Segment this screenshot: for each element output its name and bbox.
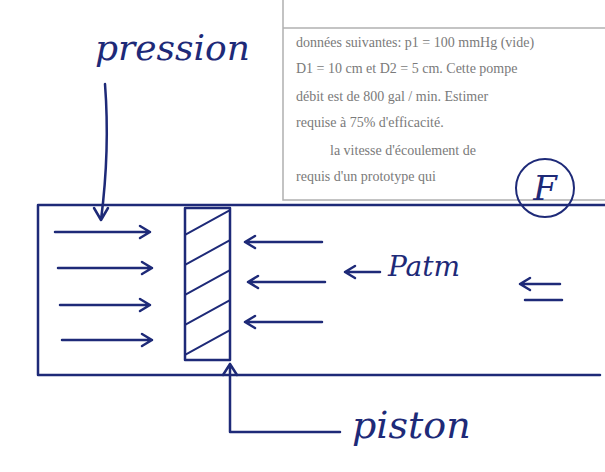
piston-hatch [185, 210, 230, 360]
piston-label: piston [352, 405, 471, 447]
piston-leader [223, 364, 340, 432]
printed-text: données suivantes: p1 = 100 mmHg (vide) [296, 35, 534, 51]
force-symbol: F [533, 171, 557, 205]
printed-text: requise à 75% d'efficacité. [296, 115, 444, 131]
printed-text: requis d'un prototype qui [296, 169, 436, 185]
printed-text: D1 = 10 cm et D2 = 5 cm. Cette pompe [296, 61, 517, 77]
printed-text: la vitesse d'écoulement de [330, 143, 476, 159]
cylinder-outline [38, 205, 605, 375]
pression-leader [94, 84, 108, 220]
atm-arrows [245, 236, 562, 328]
pressure-arrows [55, 226, 152, 346]
printed-frame [283, 0, 605, 200]
printed-text: débit est de 800 gal / min. Estimer [296, 89, 488, 105]
pressure-label: pression [95, 28, 250, 68]
patm-label: Patm [388, 252, 460, 283]
force-circle: F [515, 158, 575, 218]
